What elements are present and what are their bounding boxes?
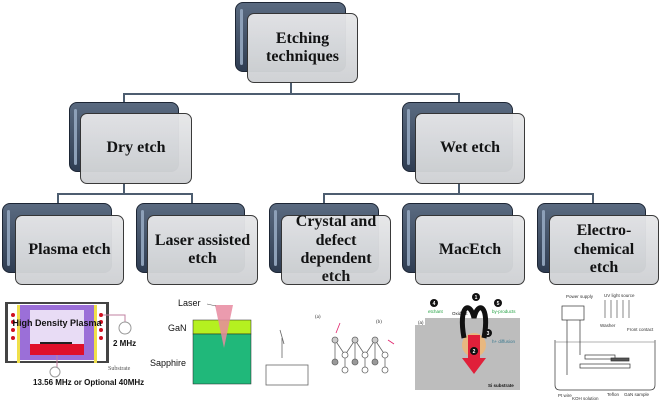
gan-label: GaN: [168, 323, 187, 333]
node-label: Dry etch: [106, 139, 166, 157]
connector: [323, 193, 593, 195]
washer-label: Washer: [600, 323, 616, 328]
koh-label: KOH solution: [572, 396, 599, 401]
connector: [592, 193, 594, 203]
node-crystal-defect-etch: Crystal and defect dependent etch: [281, 213, 391, 286]
electrochemical-illustration: Power supply UV light source Washer Fron…: [554, 293, 656, 401]
connector: [458, 184, 460, 194]
teflon-label: Teflon: [607, 392, 620, 397]
etchant-label: etchant: [428, 309, 444, 314]
power-supply-label: Power supply: [566, 294, 594, 299]
step-number: 3: [487, 331, 490, 337]
freq-label: 13.56 MHz or Optional 40MHz: [33, 378, 144, 387]
node-label: Wet etch: [440, 139, 500, 157]
node-label: Plasma etch: [28, 240, 111, 258]
node-wet-etch: Wet etch: [415, 113, 525, 184]
gan-sample-label: GaN sample: [624, 392, 650, 397]
node-label: MacEtch: [438, 240, 502, 258]
step-number: 5: [497, 301, 500, 307]
crystal-lattice-illustration: (a) (b): [265, 315, 395, 386]
node-electrochemical-etch: Electro-chemical etch: [549, 215, 659, 285]
connector: [57, 193, 192, 195]
front-contact-label: Front contact: [627, 327, 654, 332]
node-label: Crystal and defect dependent etch: [295, 213, 377, 286]
step-number: 4: [433, 301, 436, 307]
step-number: 1: [475, 295, 478, 301]
panel-label: (a): [418, 320, 424, 325]
node-etching-techniques: Etching techniques: [247, 13, 358, 83]
panel-label: (a): [315, 315, 321, 320]
freq-label: 2 MHz: [113, 339, 136, 348]
node-laser-assisted-etch: Laser assisted etch: [147, 215, 258, 285]
connector: [123, 184, 125, 194]
substrate-label: Si substrate: [488, 383, 514, 388]
panel-label: (b): [376, 320, 382, 325]
sapphire-label: Sapphire: [150, 358, 186, 368]
connector: [323, 193, 325, 203]
connector: [290, 83, 292, 94]
node-dry-etch: Dry etch: [80, 113, 192, 184]
connector: [191, 193, 193, 203]
node-label: Laser assisted etch: [154, 231, 251, 267]
plasma-chamber-illustration: High Density Plasma 2 MHz Substrate 13.5…: [5, 302, 144, 387]
connector: [57, 193, 59, 203]
uv-source-label: UV light source: [604, 293, 635, 298]
step-number: 2: [473, 349, 476, 355]
node-label: Electro-chemical etch: [573, 222, 635, 277]
connector: [123, 93, 459, 95]
node-label: Etching techniques: [266, 29, 339, 65]
laser-label: Laser: [178, 298, 201, 308]
pt-wire-label: Pt wire: [558, 393, 572, 398]
node-macetch: MacEtch: [415, 215, 525, 285]
oxidant-label: Oxidant: [452, 311, 468, 316]
substrate-label: Substrate: [108, 366, 131, 372]
node-plasma-etch: Plasma etch: [15, 215, 124, 285]
byproducts-label: by-products: [492, 309, 516, 314]
macetch-illustration: 1 2 3 4 5 (a) Oxidant etchant by-product…: [415, 293, 520, 390]
laser-etch-illustration: Laser GaN Sapphire: [150, 298, 252, 385]
diffusion-label: h+ diffusion: [492, 339, 516, 344]
plasma-label: High Density Plasma: [12, 318, 102, 328]
